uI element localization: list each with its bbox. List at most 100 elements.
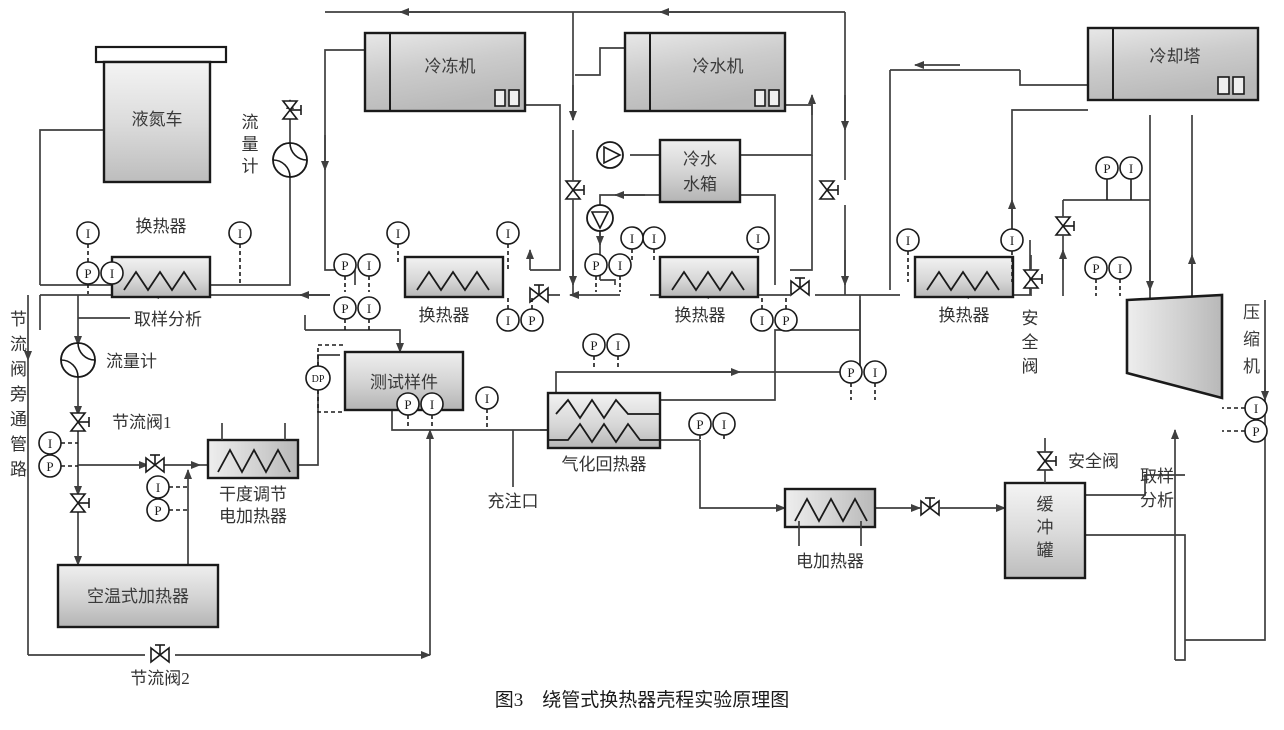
heat-exchanger-chiller-label: 换热器	[675, 306, 726, 325]
instr-t-hxk-out[interactable]: I	[1000, 228, 1024, 282]
ambient-heater[interactable]: 空温式加热器	[56, 563, 220, 629]
instr-t-hdr-right[interactable]: I	[863, 360, 887, 400]
pipe-ln2-down	[39, 129, 104, 285]
instr-label: I	[652, 231, 656, 246]
instr-p-comp-suction[interactable]: P	[1084, 256, 1108, 296]
instr-t-hxf-hdr[interactable]: I	[496, 297, 520, 332]
instr-t-hx1-in[interactable]: I	[76, 221, 100, 262]
instr-t-ct-loop[interactable]: I	[1119, 156, 1143, 200]
sampling-analysis-right-1: 取样	[1140, 467, 1174, 486]
instr-p-tv1[interactable]: P	[38, 454, 78, 478]
sampling-analysis-left-label: 取样分析	[134, 310, 202, 329]
instr-t-hxf-out[interactable]: I	[496, 221, 520, 272]
instr-t-hxc-out[interactable]: I	[746, 226, 770, 272]
buffer-tank[interactable]: 缓 冲 罐	[1003, 481, 1087, 580]
instr-t-hx1-out[interactable]: I	[228, 221, 252, 283]
heat-exchanger-ln2[interactable]: 换热器	[110, 217, 212, 299]
instr-t-hxk-in[interactable]: I	[896, 228, 920, 282]
test-specimen[interactable]: 测试样件	[343, 350, 465, 412]
instr-p-vap-out[interactable]: P	[688, 412, 712, 442]
dryness-control-heater[interactable]: 干度调节 电加热器	[206, 423, 300, 526]
instr-t-spec-feed[interactable]: I	[357, 296, 381, 330]
sampling-analysis-right: 取样 分析	[1140, 467, 1174, 510]
instr-label: I	[760, 313, 764, 328]
instr-label: I	[485, 391, 489, 406]
safety-valve-c3: 阀	[1022, 357, 1039, 376]
instr-t-hxc-hdr2[interactable]: I	[750, 297, 774, 332]
freezer-machine[interactable]: 冷冻机	[363, 31, 527, 113]
instr-t-spec-top[interactable]: I	[357, 253, 381, 292]
figure-caption: 图3 绕管式换热器壳程实验原理图	[495, 689, 790, 711]
instr-t-tv1[interactable]: I	[38, 431, 78, 455]
instr-label: I	[86, 226, 90, 241]
flow-meter-1-label-c1: 流	[242, 113, 259, 132]
instr-p-spec-feed[interactable]: P	[333, 296, 357, 330]
buffer-tank-label-c3: 罐	[1037, 541, 1054, 560]
instr-t-comp-suction[interactable]: I	[1108, 256, 1132, 296]
pipe-to-eheater	[699, 440, 786, 512]
instr-p-comp-discharge[interactable]: P	[1222, 419, 1268, 443]
pump-cold-water-circ[interactable]	[586, 204, 614, 232]
pipe-hx1-to-fm	[210, 175, 291, 286]
instr-t-pump-discharge[interactable]: I	[620, 226, 644, 262]
instr-label: P	[782, 313, 789, 328]
instr-p-spec-out[interactable]: P	[396, 392, 420, 428]
instr-label: P	[341, 258, 348, 273]
cold-water-tank[interactable]: 冷水 水箱	[658, 138, 742, 204]
instrument-bubbles: I I P I I P	[38, 156, 1268, 522]
instr-dp-specimen[interactable]: DP	[305, 344, 345, 413]
pipe-tank-hx	[600, 279, 616, 285]
instr-label: P	[590, 338, 597, 353]
instr-t-dh-in[interactable]: I	[146, 475, 188, 499]
instr-p-vap-top[interactable]: P	[582, 333, 606, 370]
compressor-label-c3: 机	[1243, 357, 1260, 376]
instr-label: I	[756, 231, 760, 246]
instr-p-header-ln2[interactable]: P	[76, 261, 100, 294]
filling-port-label: 充注口	[488, 492, 539, 511]
vaporizing-regenerator[interactable]: 气化回热器	[546, 391, 662, 474]
instr-t-spec-out[interactable]: I	[420, 392, 444, 428]
pipe-spec-top-in	[305, 329, 404, 353]
instr-label: I	[873, 365, 877, 380]
instr-t-hxf-in[interactable]: I	[386, 221, 410, 262]
instr-t-hxc-hdr[interactable]: I	[608, 253, 632, 292]
instr-p-ct-loop[interactable]: P	[1095, 156, 1119, 200]
electric-heater[interactable]: 电加热器	[783, 487, 877, 571]
ln2-truck[interactable]: 液氮车	[94, 45, 228, 184]
cooling-tower[interactable]: 冷却塔	[1086, 26, 1260, 102]
flow-meter-2[interactable]	[60, 342, 96, 378]
instr-label: P	[84, 266, 91, 281]
instr-label: I	[722, 417, 726, 432]
instr-t-header-ln2[interactable]: I	[100, 261, 124, 294]
test-specimen-label: 测试样件	[370, 373, 438, 392]
instr-p-spec-top[interactable]: P	[333, 253, 357, 292]
heat-exchanger-cooling[interactable]: 换热器	[913, 255, 1015, 325]
bypass-char-5: 管	[10, 435, 27, 454]
instr-t-vap-top[interactable]: I	[606, 333, 630, 370]
instr-t-vap-out[interactable]: I	[712, 412, 736, 442]
instr-label: P	[847, 365, 854, 380]
ln2-truck-label: 液氮车	[132, 110, 183, 129]
instr-t-hxc-in[interactable]: I	[642, 226, 666, 262]
instr-p-hxc-hdr[interactable]: P	[584, 253, 608, 292]
instr-t-fill-line[interactable]: I	[475, 386, 499, 428]
instr-label: I	[156, 480, 160, 495]
bypass-char-0: 节	[10, 310, 27, 329]
instr-p-dh-in[interactable]: P	[146, 498, 188, 522]
dryness-heater-label-2: 电加热器	[219, 507, 287, 526]
throttle-valve-2-label: 节流阀2	[130, 669, 190, 688]
instr-t-comp-discharge[interactable]: I	[1222, 396, 1268, 420]
chiller-machine[interactable]: 冷水机	[623, 31, 787, 113]
flow-meter-1[interactable]	[272, 142, 308, 178]
compressor-label-c1: 压	[1243, 303, 1260, 322]
compressor[interactable]: 压 缩 机	[1125, 293, 1260, 400]
instr-p-hxc-hdr2[interactable]: P	[774, 297, 798, 332]
instr-p-hdr-right[interactable]: P	[839, 360, 863, 400]
cold-water-tank-label-1: 冷水	[683, 150, 717, 169]
instr-p-hxf-hdr[interactable]: P	[520, 297, 544, 332]
pump-chilled-water[interactable]	[596, 141, 624, 169]
sampling-analysis-left: 取样分析	[78, 310, 202, 329]
instr-label: P	[1092, 261, 1099, 276]
heat-exchanger-chiller[interactable]: 换热器	[658, 255, 760, 325]
heat-exchanger-freezer[interactable]: 换热器	[403, 255, 505, 325]
